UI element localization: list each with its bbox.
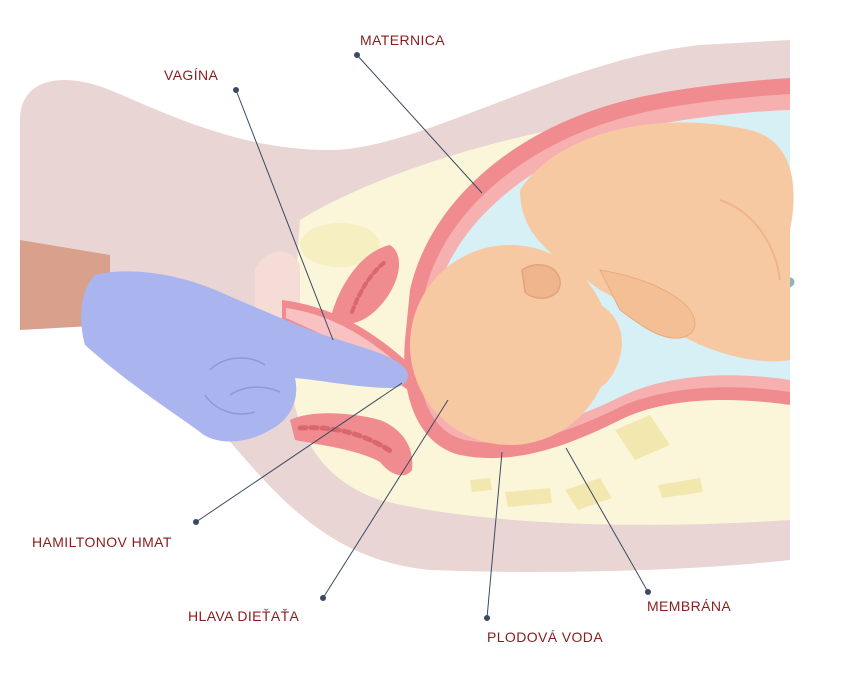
baby-arm xyxy=(599,269,696,339)
leader-dot-hamiltonov xyxy=(193,519,199,525)
glove-knuckle-lines xyxy=(204,357,281,415)
bladder-wall-detail xyxy=(350,260,387,314)
baby-body xyxy=(520,122,794,362)
leader-dot-maternica xyxy=(354,52,360,58)
leader-lines xyxy=(193,52,651,621)
label-membrana: MEMBRÁNA xyxy=(647,598,732,614)
label-hlava-dietata: HLAVA DIEŤAŤA xyxy=(188,608,300,624)
leader-dot-membrana xyxy=(645,589,651,595)
leader-line-hlava xyxy=(322,399,449,599)
pubic-bone xyxy=(300,223,380,267)
leader-line-membrana xyxy=(565,447,649,593)
sacrum-bones xyxy=(470,415,703,510)
label-hamiltonov-hmat: HAMILTONOV HMAT xyxy=(32,534,172,550)
leader-line-hamiltonov xyxy=(195,382,403,523)
baby-leg xyxy=(719,199,781,281)
gloved-hand xyxy=(81,271,408,442)
leader-dot-plodova xyxy=(484,615,490,621)
leader-line-plodova xyxy=(486,451,503,619)
baby-face xyxy=(580,300,622,390)
leader-dot-vagina xyxy=(233,87,239,93)
label-vagina: VAGÍNA xyxy=(164,67,219,83)
leader-dot-hlava xyxy=(320,595,326,601)
baby-ear xyxy=(521,264,561,299)
label-maternica: MATERNICA xyxy=(360,32,446,48)
rectum-detail xyxy=(297,425,395,455)
leader-line-maternica xyxy=(356,54,483,194)
leader-line-vagina xyxy=(235,89,334,341)
label-plodova-voda: PLODOVÁ VODA xyxy=(487,629,604,645)
baby-head xyxy=(410,245,610,445)
